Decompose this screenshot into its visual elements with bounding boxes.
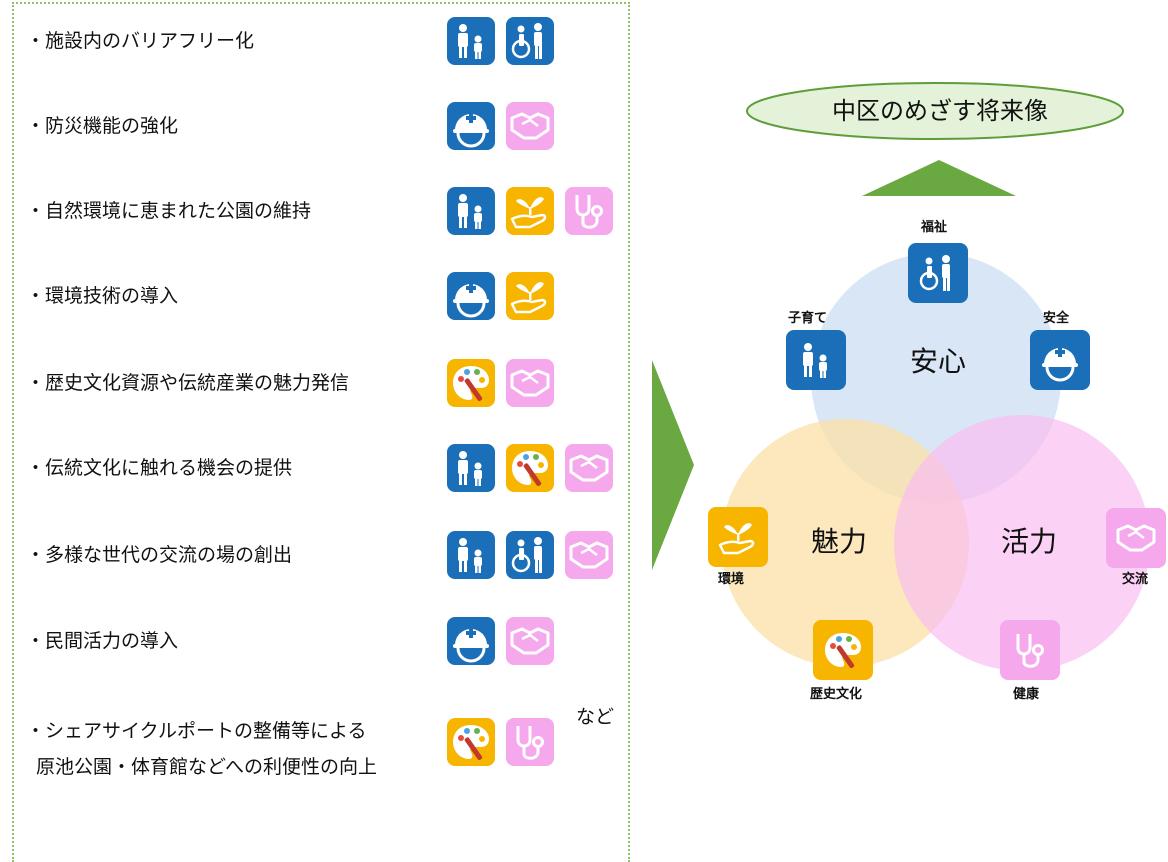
helmet-icon: [447, 272, 495, 320]
measure-icons-8: [447, 617, 554, 665]
palette-icon-glyph: [453, 725, 489, 761]
measure-icons-3: [447, 187, 613, 235]
venn-label-katsuryoku: 活力: [1001, 525, 1058, 558]
measure-icons-4: [447, 272, 554, 320]
handshake-icon: [1106, 508, 1166, 568]
stethoscope-icon-glyph: [1016, 634, 1044, 668]
child-icon-glyph: [458, 24, 482, 59]
caption-exchange: 交流: [1122, 572, 1149, 587]
measure-icons-7: [447, 531, 613, 579]
caption-health: 健康: [1013, 687, 1040, 702]
helmet-icon-glyph: [453, 628, 489, 663]
measures-panel: [12, 2, 630, 862]
handshake-icon-glyph: [569, 454, 609, 482]
helmet-icon: [1030, 330, 1090, 390]
sprout-icon-glyph: [510, 282, 547, 314]
helmet-icon-glyph: [453, 283, 489, 318]
child-icon: [447, 187, 495, 235]
footer-note: など: [576, 706, 615, 728]
child-icon-glyph: [458, 538, 482, 573]
up-arrow-icon: [862, 160, 1016, 196]
measure-icons-5: [447, 359, 554, 407]
measure-item-1: ・施設内のバリアフリー化: [26, 30, 255, 52]
palette-icon: [447, 359, 495, 407]
measure-item-2: ・防災機能の強化: [26, 115, 179, 137]
stethoscope-icon: [506, 718, 554, 766]
handshake-icon: [506, 102, 554, 150]
venn-circle-miryoku: [721, 419, 969, 667]
handshake-icon-glyph: [569, 541, 609, 569]
handshake-icon: [565, 444, 613, 492]
palette-icon-glyph: [453, 366, 489, 402]
child-icon: [447, 444, 495, 492]
wheelchair-icon-glyph: [511, 23, 542, 59]
caption-welfare: 福祉: [921, 220, 948, 235]
measure-item-9-line2: 原池公園・体育館などへの利便性の向上: [36, 756, 378, 778]
handshake-icon: [506, 359, 554, 407]
measure-item-5: ・歴史文化資源や伝統産業の魅力発信: [26, 372, 350, 394]
measure-item-8: ・民間活力の導入: [26, 630, 179, 652]
stethoscope-icon: [565, 187, 613, 235]
stethoscope-icon: [1000, 620, 1060, 680]
caption-environment: 環境: [718, 572, 745, 587]
measure-item-3: ・自然環境に恵まれた公園の維持: [26, 200, 312, 222]
wheelchair-icon-glyph: [919, 255, 950, 291]
right-arrow-icon: [652, 360, 694, 570]
wheelchair-icon: [908, 243, 968, 303]
sprout-icon: [506, 272, 554, 320]
child-icon-glyph: [803, 343, 827, 378]
venn-diagram: [721, 253, 1150, 671]
helmet-icon: [447, 617, 495, 665]
wheelchair-icon: [506, 17, 554, 65]
child-icon-glyph: [458, 451, 482, 486]
measure-item-9: ・シェアサイクルポートの整備等による: [26, 720, 367, 742]
venn-circle-katsuryoku: [894, 415, 1150, 671]
measure-icons-2: [447, 102, 554, 150]
handshake-icon-glyph: [1116, 524, 1156, 552]
wheelchair-icon-glyph: [511, 537, 542, 573]
venn-label-miryoku: 魅力: [811, 525, 868, 558]
measure-item-6: ・伝統文化に触れる機会の提供: [26, 457, 293, 479]
goal-oval: [746, 82, 1124, 140]
measure-icons-9: [447, 718, 554, 766]
stethoscope-icon-glyph: [516, 726, 544, 760]
caption-safety: 安全: [1043, 311, 1070, 326]
measure-icons-6: [447, 444, 613, 492]
caption-history-culture: 歴史文化: [810, 687, 863, 702]
palette-icon-glyph: [512, 451, 548, 487]
palette-icon: [813, 620, 873, 680]
handshake-icon-glyph: [510, 369, 550, 397]
child-icon-glyph: [458, 194, 482, 229]
handshake-icon: [506, 617, 554, 665]
sprout-icon-glyph: [510, 197, 547, 229]
palette-icon: [506, 444, 554, 492]
child-icon: [447, 17, 495, 65]
helmet-icon-glyph: [1042, 347, 1078, 382]
goal-label: 中区のめざす将来像: [832, 97, 1048, 125]
helmet-icon: [447, 102, 495, 150]
caption-childcare: 子育て: [788, 311, 828, 326]
measure-item-7: ・多様な世代の交流の場の創出: [26, 544, 293, 566]
handshake-icon-glyph: [510, 627, 550, 655]
measure-icons-1: [447, 17, 554, 65]
child-icon: [786, 330, 846, 390]
handshake-icon-glyph: [510, 112, 550, 140]
palette-icon: [447, 718, 495, 766]
sprout-icon-glyph: [718, 523, 755, 555]
palette-icon-glyph: [825, 633, 861, 669]
handshake-icon: [565, 531, 613, 579]
sprout-icon: [506, 187, 554, 235]
helmet-icon-glyph: [453, 113, 489, 148]
venn-label-anshin: 安心: [910, 345, 967, 378]
wheelchair-icon: [506, 531, 554, 579]
measure-item-4: ・環境技術の導入: [26, 285, 179, 307]
stethoscope-icon-glyph: [575, 195, 603, 229]
child-icon: [447, 531, 495, 579]
sprout-icon: [708, 507, 768, 567]
